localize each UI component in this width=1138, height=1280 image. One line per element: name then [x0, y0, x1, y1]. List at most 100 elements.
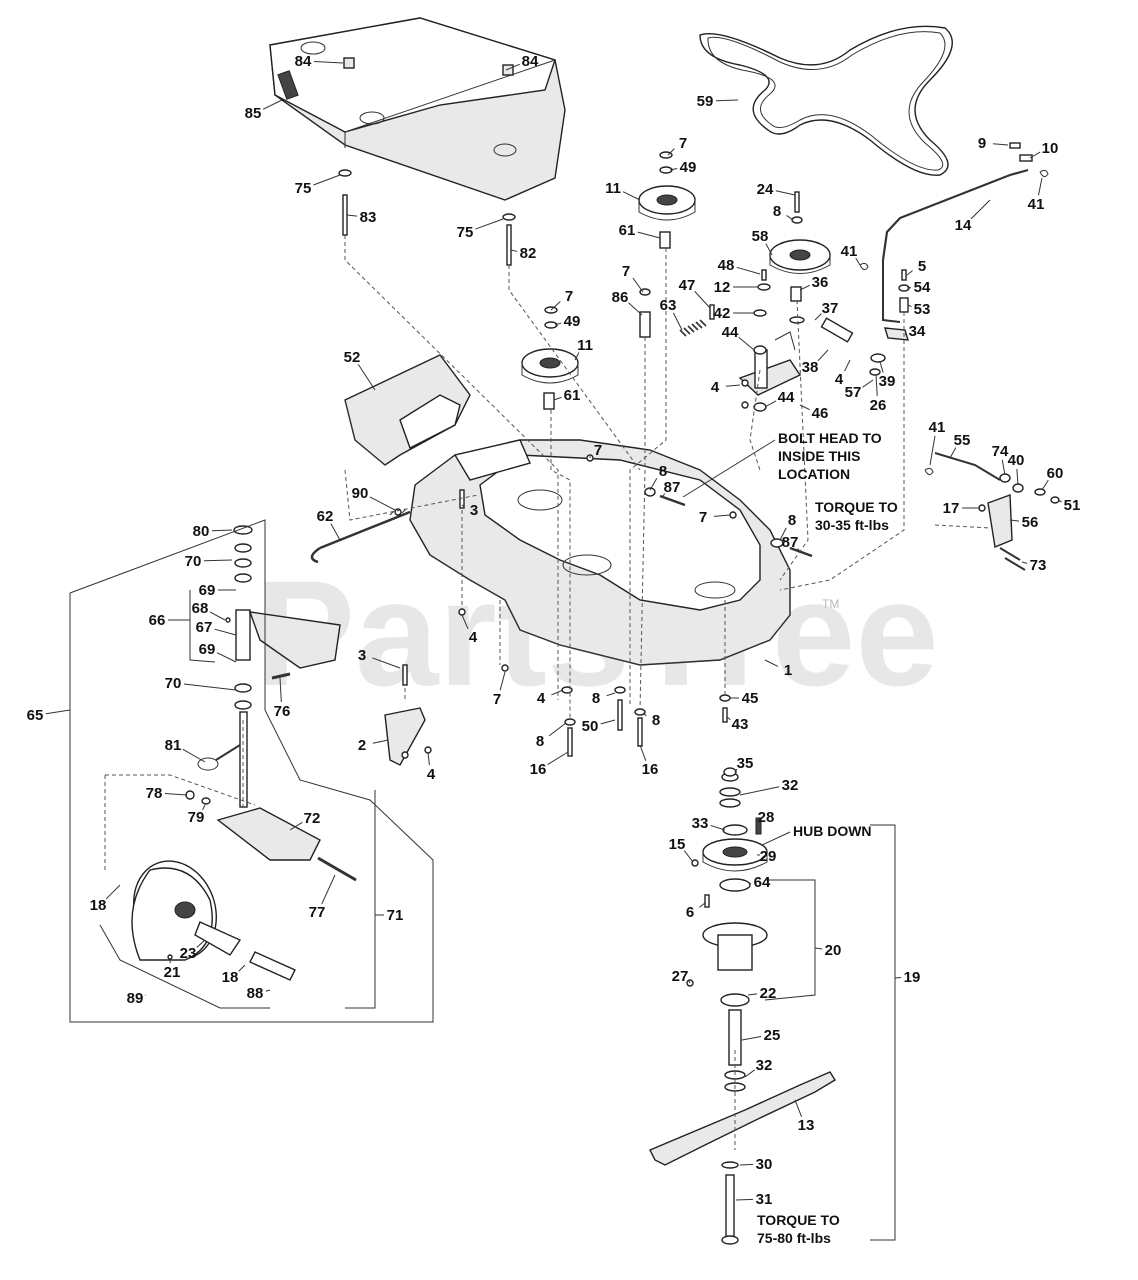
leader-line-90: [369, 496, 396, 511]
leader-line-8: [779, 527, 787, 541]
callout-35: 35: [737, 755, 754, 772]
leader-line-59: [715, 99, 739, 102]
callout-61: 61: [564, 387, 581, 404]
leader-line-70: [183, 683, 237, 691]
idler-spring: [679, 319, 707, 337]
callout-4: 4: [835, 371, 844, 388]
callout-67: 67: [196, 619, 213, 636]
callout-3: 3: [358, 647, 366, 664]
callout-17: 17: [943, 500, 960, 517]
callout-14: 14: [955, 217, 972, 234]
callout-72: 72: [304, 810, 321, 827]
leader-line-18: [238, 964, 246, 972]
height-bracket: [987, 494, 1013, 548]
callout-leaders: [45, 60, 1062, 1201]
leader-line-5: [906, 270, 913, 276]
leader-line-24: [775, 190, 796, 196]
callout-62: 62: [317, 508, 334, 525]
callout-11: 11: [605, 180, 621, 197]
leader-line-56: [1009, 519, 1020, 522]
callout-4: 4: [427, 766, 436, 783]
leader-line-11: [574, 352, 580, 361]
leader-line-28: [756, 819, 761, 822]
idler-pulley-upper: [638, 185, 696, 221]
spindle-bolt: [721, 1161, 739, 1245]
leader-line-41: [929, 435, 936, 466]
group-brackets: [69, 519, 896, 1241]
lift-rod: [881, 168, 1029, 323]
leader-line-4: [725, 384, 741, 387]
callout-63: 63: [660, 297, 677, 314]
callout-4: 4: [469, 629, 478, 646]
leader-line-52: [357, 364, 376, 391]
leader-line-4: [427, 752, 430, 766]
leader-line-14: [970, 199, 991, 220]
callout-79: 79: [188, 809, 205, 826]
callout-10: 10: [1042, 140, 1059, 157]
leader-line-75: [313, 174, 341, 186]
leader-line-53: [907, 304, 912, 307]
callout-50: 50: [582, 718, 599, 735]
leader-line-75: [475, 218, 504, 230]
leader-line-70: [203, 559, 233, 562]
leader-line-3: [461, 504, 465, 507]
callout-76: 76: [274, 703, 291, 720]
leader-line-55: [949, 447, 957, 459]
callout-81: 81: [165, 737, 182, 754]
leader-line-18: [105, 884, 121, 900]
deck-cover: [269, 17, 566, 201]
leader-line-7: [550, 301, 561, 311]
note-torque-1-line1: TORQUE TO: [815, 499, 898, 515]
leader-line-7: [632, 277, 644, 293]
leader-line-84: [505, 63, 520, 71]
leader-line-80: [211, 529, 233, 532]
leader-line-82: [510, 249, 518, 252]
leader-line-36: [799, 284, 811, 291]
callout-47: 47: [679, 277, 696, 294]
leader-line-46: [799, 404, 811, 411]
callout-65: 65: [27, 707, 44, 724]
leader-line-57: [862, 379, 874, 388]
callout-52: 52: [344, 349, 361, 366]
callout-7: 7: [493, 691, 501, 708]
callout-54: 54: [914, 279, 931, 296]
callout-87: 87: [664, 479, 681, 496]
leader-line-37: [814, 313, 822, 321]
drive-belt: [699, 25, 953, 176]
leader-line-88: [265, 989, 271, 992]
callout-7: 7: [565, 288, 573, 305]
leader-line-61: [637, 231, 661, 239]
leader-line-79: [202, 804, 206, 811]
leader-line-4: [551, 689, 564, 696]
leader-line-73: [1021, 561, 1028, 564]
drive-pulley: [769, 239, 831, 274]
callout-83: 83: [360, 209, 377, 226]
leader-line-84: [313, 60, 344, 64]
callout-69: 69: [199, 582, 216, 599]
callout-85: 85: [245, 105, 262, 122]
callout-64: 64: [754, 874, 771, 891]
leader-line-68: [209, 611, 226, 621]
leader-line-41: [1037, 177, 1043, 196]
callout-58: 58: [752, 228, 769, 245]
discharge-chute: [344, 354, 471, 466]
callout-84: 84: [295, 53, 312, 70]
leader-line-6: [699, 902, 706, 908]
callout-28: 28: [758, 809, 775, 826]
leader-line-8: [642, 712, 647, 717]
leader-line-72: [289, 821, 303, 831]
callout-4: 4: [537, 690, 546, 707]
leader-line-44: [764, 400, 777, 408]
callout-74: 74: [992, 443, 1009, 460]
callout-55: 55: [954, 432, 971, 449]
callout-78: 78: [146, 785, 163, 802]
callout-49: 49: [680, 159, 697, 176]
callout-22: 22: [760, 985, 777, 1002]
callout-8: 8: [773, 203, 781, 220]
notes: BOLT HEAD TO INSIDE THIS LOCATION TORQUE…: [682, 430, 898, 1246]
callout-8: 8: [592, 690, 600, 707]
callout-44: 44: [722, 324, 739, 341]
leader-line-7: [667, 148, 675, 156]
